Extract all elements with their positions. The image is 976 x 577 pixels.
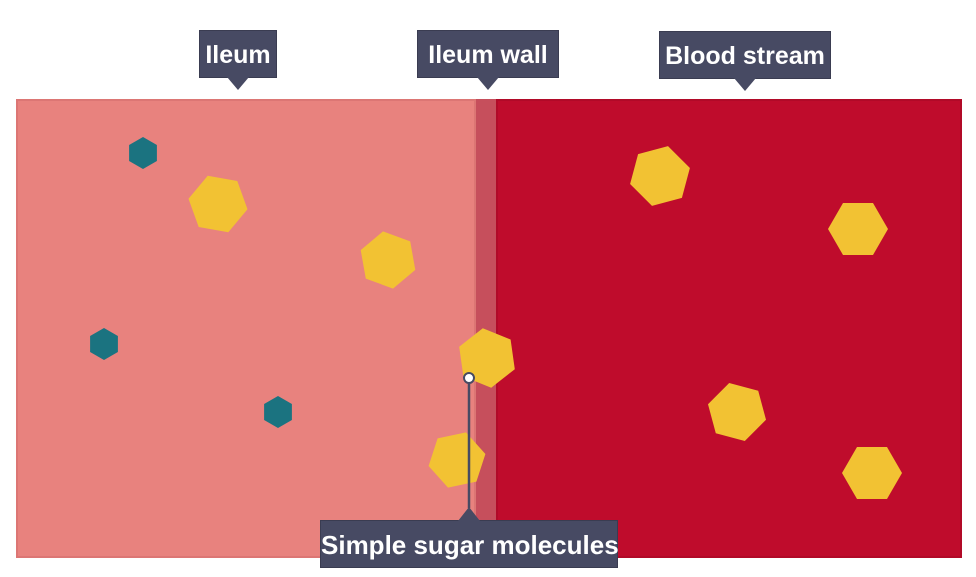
ileum-region: [16, 99, 476, 558]
label-ileum: Ileum: [199, 30, 277, 90]
label-ileum-wall: Ileum wall: [417, 30, 559, 90]
label-ileum-text: Ileum: [205, 41, 271, 69]
label-blood-stream: Blood stream: [659, 31, 831, 91]
label-blood-stream-text: Blood stream: [665, 42, 825, 70]
blood-stream-region: [496, 99, 962, 558]
label-simple-sugar-molecules-text: Simple sugar molecules: [321, 530, 619, 560]
ileum-wall-region: [476, 99, 496, 558]
label-ileum-wall-text: Ileum wall: [428, 41, 548, 69]
label-simple-sugar-molecules: Simple sugar molecules: [320, 507, 619, 568]
